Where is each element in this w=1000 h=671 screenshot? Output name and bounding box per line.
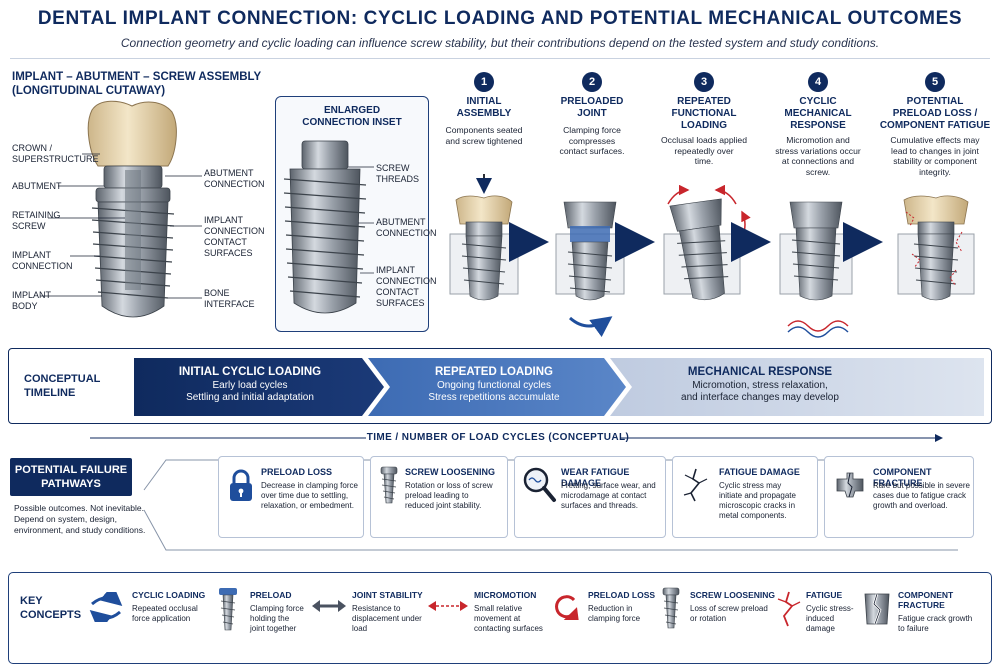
screw-icon bbox=[380, 466, 398, 504]
step-3: 3 REPEATED FUNCTIONAL LOADING Occlusal l… bbox=[652, 72, 756, 167]
crack-icon bbox=[683, 468, 708, 502]
failure-card-description: Decrease in clamping force over time due… bbox=[261, 481, 358, 510]
fatigue-crack-icon bbox=[777, 591, 801, 627]
step-number: 2 bbox=[582, 72, 602, 92]
step-title: INITIAL ASSEMBLY bbox=[456, 96, 512, 119]
preload-loss-icon bbox=[555, 595, 580, 620]
crown-shape bbox=[87, 100, 177, 167]
step-title: CYCLIC MECHANICAL RESPONSE bbox=[784, 96, 852, 131]
padlock-icon bbox=[230, 469, 252, 501]
kc-preload: PRELOAD Clamping force holding the joint… bbox=[250, 590, 304, 633]
label-abutment-connection: ABUTMENT CONNECTION bbox=[204, 168, 265, 189]
fractured-component-icon bbox=[836, 472, 864, 498]
implant-assembly-illustration bbox=[40, 100, 202, 318]
label-contact-surfaces: IMPLANT CONNECTION CONTACT SURFACES bbox=[204, 215, 265, 258]
label-implant-body: IMPLANT BODY bbox=[12, 290, 52, 311]
step-4: 4 CYCLIC MECHANICAL RESPONSE Micromotion… bbox=[766, 72, 870, 177]
timeline-segment-3-band bbox=[610, 358, 984, 416]
time-axis bbox=[90, 434, 943, 442]
step-2: 2 PRELOADED JOINT Clamping force compres… bbox=[544, 72, 640, 157]
failure-card-title: COMPONENT FRACTURE bbox=[873, 467, 932, 488]
failure-card-title: FATIGUE DAMAGE bbox=[719, 467, 800, 477]
failure-card-description: Rare but possible in severe cases due to… bbox=[873, 481, 970, 510]
kc-micromotion: MICROMOTION Small relative movement at c… bbox=[474, 590, 543, 633]
step-number: 4 bbox=[808, 72, 828, 92]
failure-card-component-fracture: COMPONENT FRACTURE Rare but possible in … bbox=[824, 456, 974, 538]
kc-screw-loosening: SCREW LOOSENING Loss of screw preload or… bbox=[690, 590, 776, 623]
timeline-segment-1-band bbox=[134, 358, 384, 416]
time-axis-label: TIME / NUMBER OF LOAD CYCLES (CONCEPTUAL… bbox=[366, 432, 630, 443]
page-subtitle: Connection geometry and cyclic loading c… bbox=[120, 36, 880, 50]
inset-illustration bbox=[283, 140, 374, 314]
timeline-segment-2: REPEATED LOADING Ongoing functional cycl… bbox=[428, 366, 560, 403]
failure-card-wear-fatigue: WEAR FATIGUE DAMAGE Fretting, surface we… bbox=[514, 456, 666, 538]
label-crown: CROWN / SUPERSTRUCTURE bbox=[12, 143, 99, 164]
timeline-bands bbox=[134, 358, 984, 416]
step-5-illustration bbox=[897, 195, 975, 301]
step-1: 1 INITIAL ASSEMBLY Components seated and… bbox=[436, 72, 532, 146]
key-concepts bbox=[8, 572, 992, 664]
step-number: 5 bbox=[925, 72, 945, 92]
failure-pathways-title: POTENTIAL FAILURE PATHWAYS bbox=[10, 458, 132, 496]
step-1-illustration bbox=[449, 174, 519, 301]
header-divider bbox=[10, 58, 990, 59]
process-steps: 1 INITIAL ASSEMBLY Components seated and… bbox=[436, 72, 996, 342]
step-description: Clamping force compresses contact surfac… bbox=[559, 125, 625, 156]
kc-component-fracture: COMPONENT FRACTURE Fatigue crack growth … bbox=[898, 590, 973, 633]
step-title: REPEATED FUNCTIONAL LOADING bbox=[671, 96, 737, 131]
failure-card-preload-loss: PRELOAD LOSS Decrease in clamping force … bbox=[218, 456, 364, 538]
kc-preload-loss: PRELOAD LOSS Reduction in clamping force bbox=[588, 590, 656, 623]
page-title: DENTAL IMPLANT CONNECTION: CYCLIC LOADIN… bbox=[37, 8, 963, 29]
failure-card-title: SCREW LOOSENING bbox=[405, 467, 496, 477]
loose-screw-icon bbox=[662, 587, 680, 629]
step-2-illustration bbox=[555, 201, 625, 338]
step-title: PRELOADED JOINT bbox=[560, 96, 624, 119]
failure-card-description: Fretting, surface wear, and microdamage … bbox=[561, 481, 656, 510]
failure-card-screw-loosening: SCREW LOOSENING Rotation or loss of scre… bbox=[370, 456, 508, 538]
kc-cyclic-loading: CYCLIC LOADING Repeated occlusal force a… bbox=[132, 590, 206, 623]
step-illustrations bbox=[449, 174, 975, 338]
conceptual-timeline bbox=[8, 348, 992, 424]
step-5: 5 POTENTIAL PRELOAD LOSS / COMPONENT FAT… bbox=[876, 72, 994, 177]
kc-fatigue: FATIGUE Cyclic stress- induced damage bbox=[806, 590, 854, 633]
failure-card-description: Rotation or loss of screw preload leadin… bbox=[405, 481, 493, 510]
step-number: 3 bbox=[694, 72, 714, 92]
step-description: Components seated and screw tightened bbox=[445, 125, 523, 146]
failure-card-fatigue-damage: FATIGUE DAMAGE Cyclic stress may initiat… bbox=[672, 456, 818, 538]
failure-card-title: WEAR FATIGUE DAMAGE bbox=[561, 467, 630, 488]
connection-inset: ENLARGED CONNECTION INSET SCREW THREADS … bbox=[275, 96, 437, 332]
retaining-screw-shape bbox=[125, 170, 141, 290]
label-implant-connection: IMPLANT CONNECTION bbox=[12, 250, 73, 271]
inset-label-abutment-connection: ABUTMENT CONNECTION bbox=[376, 217, 437, 238]
component-fracture-icon bbox=[864, 593, 890, 625]
timeline-segment-2-band bbox=[368, 358, 626, 416]
inset-label-screw-threads: SCREW THREADS bbox=[376, 163, 420, 184]
step-number: 1 bbox=[474, 72, 494, 92]
key-concepts-title: KEY CONCEPTS bbox=[20, 595, 82, 621]
assembly-title: IMPLANT – ABUTMENT – SCREW ASSEMBLY (LON… bbox=[12, 71, 262, 97]
step-4-illustration bbox=[779, 201, 853, 338]
label-bone-interface: BONE INTERFACE bbox=[204, 288, 255, 309]
timeline-segment-3: MECHANICAL RESPONSE Micromotion, stress … bbox=[681, 366, 839, 403]
step-title: POTENTIAL PRELOAD LOSS / COMPONENT FATIG… bbox=[879, 96, 991, 131]
kc-joint-stability: JOINT STABILITY Resistance to displaceme… bbox=[352, 590, 423, 633]
step-3-illustration bbox=[663, 184, 751, 301]
step-description: Occlusal loads applied repeatedly over t… bbox=[661, 135, 747, 166]
step-description: Micromotion and stress variations occur … bbox=[775, 135, 861, 177]
inset-title: ENLARGED CONNECTION INSET bbox=[302, 105, 402, 128]
label-retaining-screw: RETAINING SCREW bbox=[12, 210, 61, 231]
timeline-segment-1: INITIAL CYCLIC LOADING Early load cycles… bbox=[178, 366, 322, 403]
preload-screw-icon bbox=[219, 588, 237, 631]
inset-label-contact-surfaces: IMPLANT CONNECTION CONTACT SURFACES bbox=[376, 265, 437, 308]
magnifier-icon bbox=[523, 467, 556, 502]
joint-stability-icon bbox=[312, 600, 346, 612]
timeline-label: CONCEPTUAL TIMELINE bbox=[24, 373, 101, 399]
cyclic-loading-icon bbox=[89, 592, 123, 622]
step-description: Cumulative effects may lead to changes i… bbox=[890, 135, 980, 177]
label-abutment: ABUTMENT bbox=[12, 181, 62, 191]
micromotion-icon bbox=[428, 601, 468, 611]
failure-note: Possible outcomes. Not inevitable. Depen… bbox=[14, 503, 146, 535]
failure-card-title: PRELOAD LOSS bbox=[261, 467, 333, 477]
failure-card-description: Cyclic stress may initiate and propagate… bbox=[719, 481, 796, 520]
